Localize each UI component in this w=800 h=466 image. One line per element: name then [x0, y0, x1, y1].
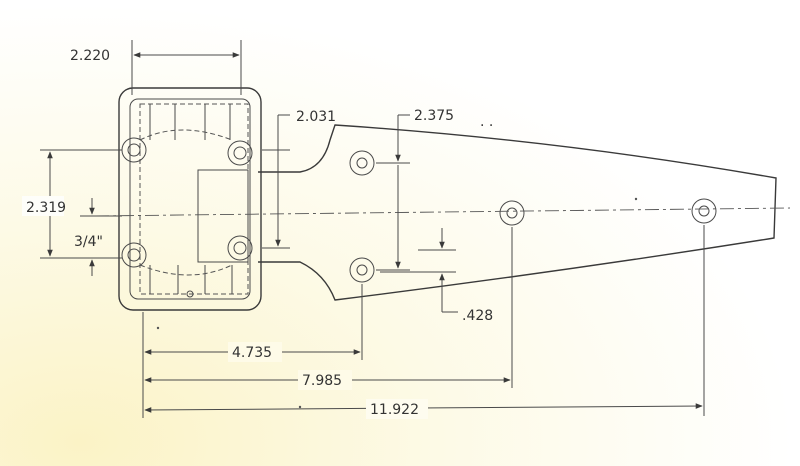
dim-label-2220: 2.220 [70, 48, 110, 64]
hinge-block [118, 87, 262, 311]
block-hole-top-left [121, 137, 147, 163]
center-line [94, 207, 791, 217]
dim-label-three-quarter: 3/4" [74, 234, 103, 250]
speck [634, 197, 638, 201]
dim-2031: 2.031 [262, 109, 336, 249]
dim-2319: 2.319 [22, 149, 122, 259]
dim-label-428: .428 [462, 308, 493, 324]
speck [298, 405, 302, 409]
dim-label-2375: 2.375 [414, 108, 454, 124]
speck [156, 326, 160, 330]
dim-7985: 7.985 [144, 370, 511, 390]
leaf-hole-lower [349, 257, 375, 283]
leaf-hole-middle [499, 200, 525, 226]
dim-4735: 4.735 [144, 342, 361, 362]
leaf-hole-upper [349, 150, 375, 176]
hinge-leaf [258, 124, 777, 301]
dim-428: .428 [380, 228, 493, 324]
dim-three-quarter: 3/4" [74, 198, 122, 276]
dim-label-11922: 11.922 [370, 402, 419, 418]
dim-2220: 2.220 [70, 40, 242, 95]
dim-label-2031: 2.031 [296, 109, 336, 125]
dim-11922: 11.922 [144, 399, 703, 419]
dim-label-2319: 2.319 [26, 200, 66, 216]
dim-label-4735: 4.735 [232, 345, 272, 361]
block-hole-bottom-left [121, 242, 147, 268]
leaf-hole-end [691, 198, 717, 224]
block-hole-bottom-right [227, 235, 253, 261]
dim-2375: 2.375 . . [376, 108, 493, 271]
stray-dots: . . [480, 114, 493, 130]
block-hole-top-right [227, 140, 253, 166]
dim-label-7985: 7.985 [302, 373, 342, 389]
